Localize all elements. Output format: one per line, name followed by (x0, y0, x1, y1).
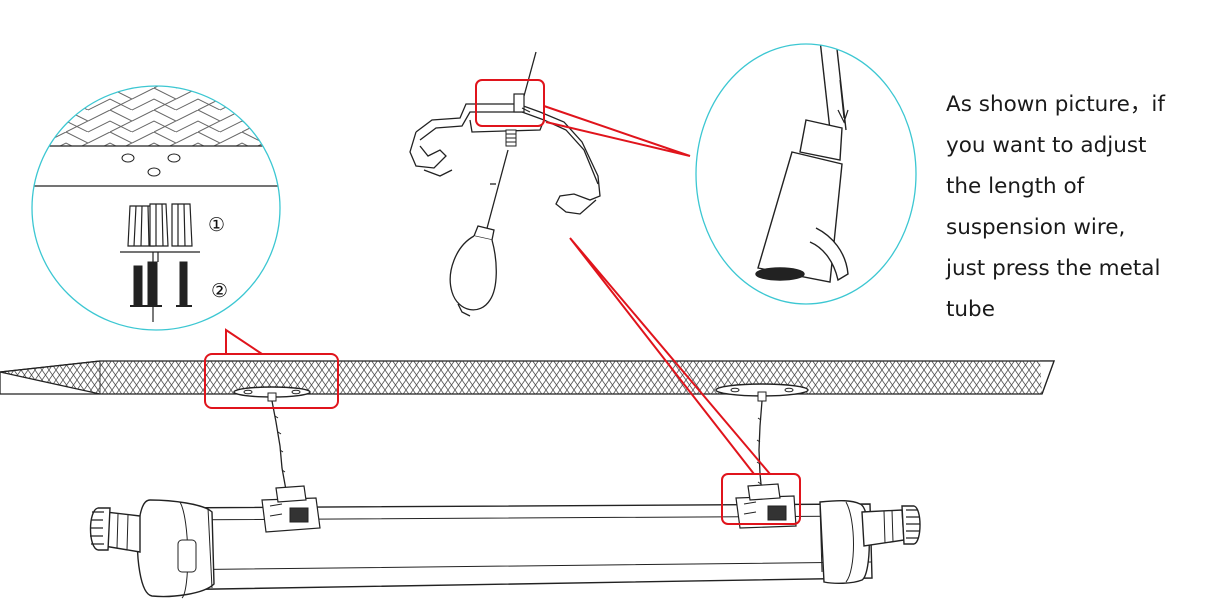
caption-line: you want to adjust (946, 133, 1147, 158)
fixture-clip-right (735, 483, 797, 529)
caption-line: suspension wire, (946, 215, 1126, 240)
highlight-box-fixture-clip (721, 473, 801, 525)
fixture-clip-left (261, 485, 321, 533)
caption-line: tube (946, 297, 995, 322)
step-1-label: ① (208, 214, 225, 236)
led-batten-fixture (89, 483, 921, 599)
screws-icon (130, 252, 192, 322)
detail-circle-metal-tube (695, 43, 917, 305)
anchors-icon (127, 203, 193, 247)
highlight-box-wire-clip (475, 79, 545, 127)
suspension-wire-right (756, 400, 763, 495)
caption-line: just press the metal (946, 256, 1161, 281)
ceiling-mount-left (233, 386, 311, 402)
ceiling-mount-right (715, 383, 809, 402)
ceiling-slab (0, 360, 1055, 395)
highlight-box-ceiling-mount (204, 353, 339, 409)
instruction-caption: As shown picture，if you want to adjust t… (946, 84, 1208, 330)
wire-top (513, 51, 537, 113)
step-2-label: ② (211, 280, 228, 302)
suspension-wire-left (271, 400, 287, 491)
detail-circle-mounting: ① ② (31, 85, 281, 331)
caption-line: As shown picture，if (946, 92, 1165, 117)
screw-small (505, 129, 517, 147)
caption-line: the length of (946, 174, 1085, 199)
highlight-callouts (204, 79, 801, 525)
screwdriver-icon (449, 149, 509, 317)
